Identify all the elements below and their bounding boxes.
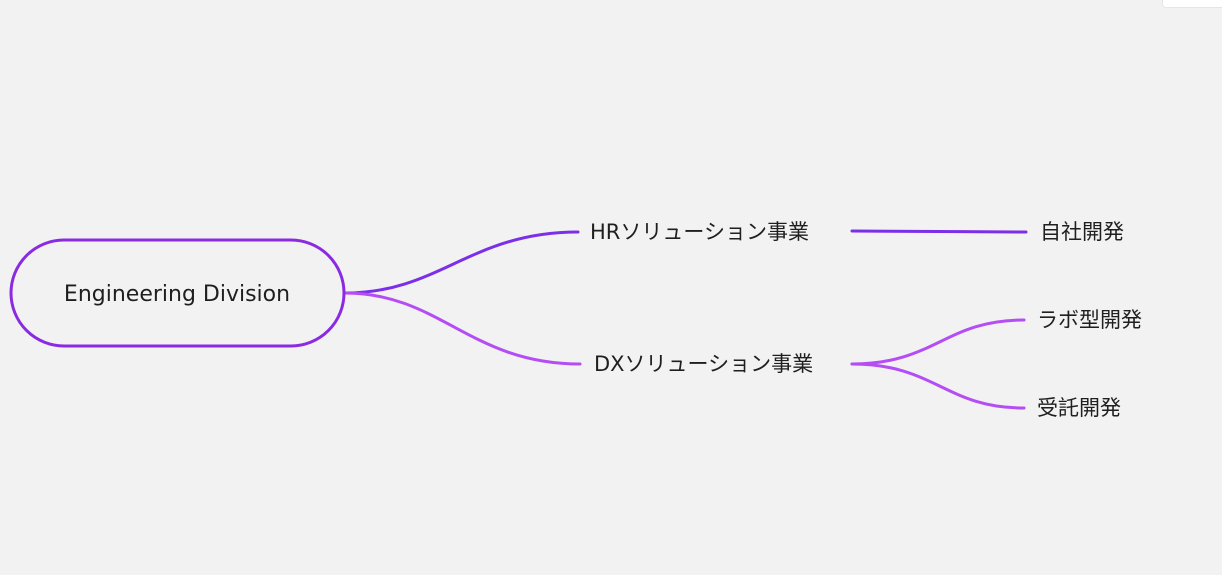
connector-dx-to-contract xyxy=(850,362,1026,410)
connector-dx-to-lab xyxy=(850,318,1026,366)
branch-node-hr-solutions[interactable]: HRソリューション事業 xyxy=(590,220,809,244)
leaf-node-lab-development[interactable]: ラボ型開発 xyxy=(1037,308,1142,332)
root-node-label: Engineering Division xyxy=(64,282,290,307)
connector-root-to-dx xyxy=(343,291,582,366)
root-node[interactable] xyxy=(9,238,346,348)
leaf-node-inhouse-development[interactable]: 自社開発 xyxy=(1040,220,1124,244)
connector-hr-to-inhouse xyxy=(850,229,1028,234)
leaf-node-contract-development[interactable]: 受託開発 xyxy=(1037,396,1121,420)
canvas-corner-tab xyxy=(1162,0,1222,8)
branch-node-dx-solutions[interactable]: DXソリューション事業 xyxy=(594,352,813,376)
connector-root-to-hr xyxy=(343,230,580,295)
